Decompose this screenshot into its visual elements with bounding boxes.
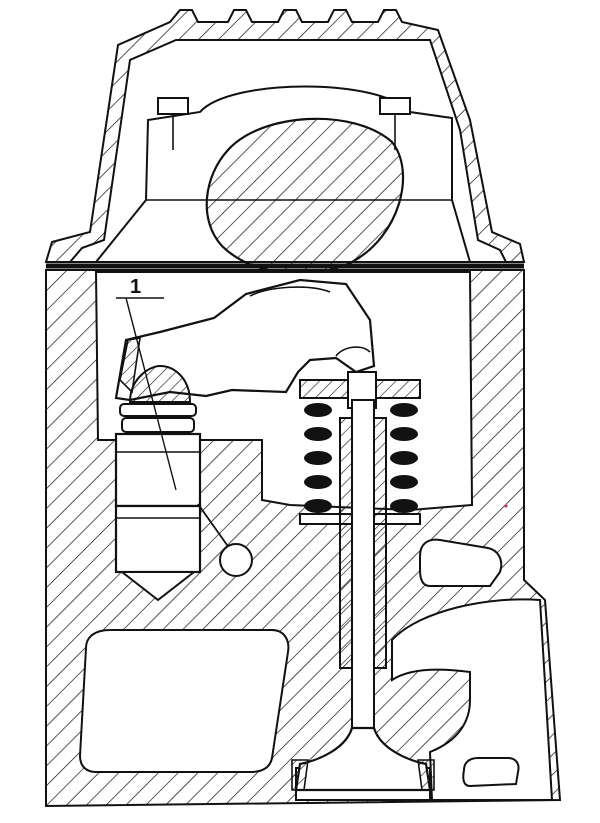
valve-stem (351, 399, 375, 731)
valve-spring-coils-right (390, 403, 418, 513)
oil-passage-right (419, 538, 503, 587)
small-cavity (462, 757, 520, 788)
callout-1-leader (116, 297, 177, 491)
valve-seat-right (417, 759, 435, 791)
callout-label-1: 1 (130, 276, 142, 298)
hydraulic-lash-adjuster (114, 364, 253, 602)
exhaust-port (391, 598, 554, 801)
oil-gallery-circle (219, 543, 253, 577)
water-jacket-left (78, 629, 290, 773)
cam-lobe (205, 117, 405, 275)
valve-spring-coils-left (304, 403, 332, 513)
valve-seat-left (291, 759, 309, 791)
left-bolt-head (157, 97, 189, 115)
valve (291, 371, 435, 792)
ink-dot (504, 504, 508, 508)
right-bolt-head (379, 97, 411, 115)
